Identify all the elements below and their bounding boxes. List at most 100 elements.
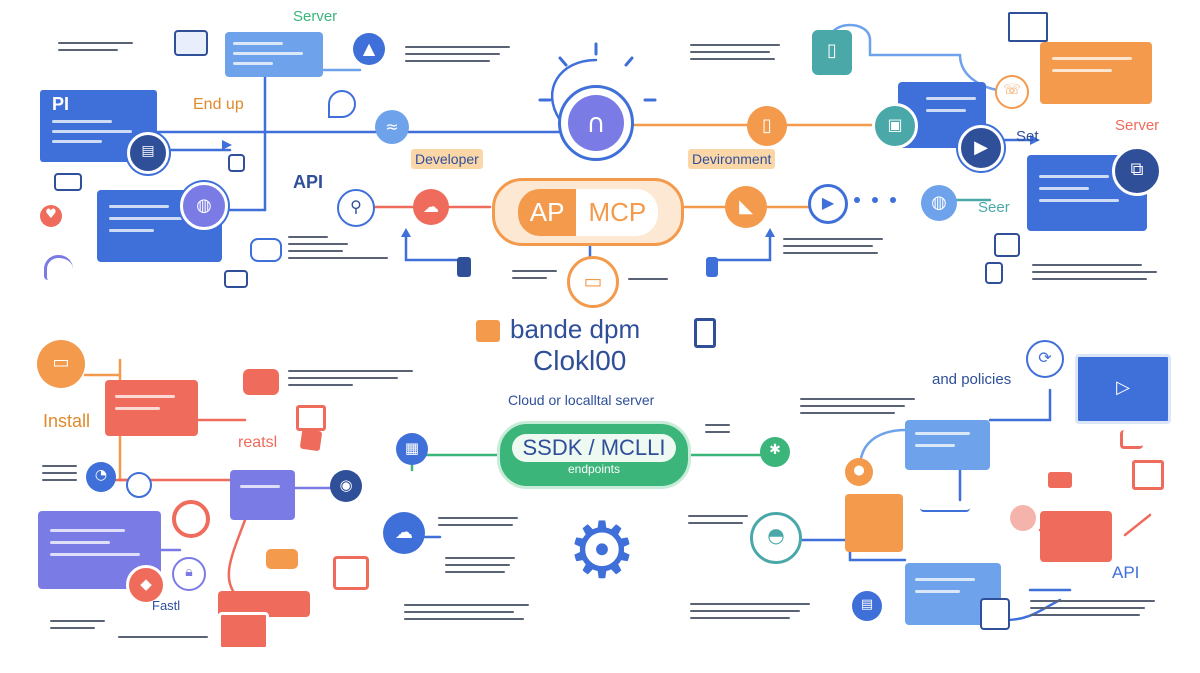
- app-node-right[interactable]: ⧉: [1112, 146, 1162, 196]
- panel-purple-mid[interactable]: [230, 470, 295, 520]
- notice-chip-coral: [1048, 472, 1072, 488]
- building-icon: ▦: [404, 439, 420, 457]
- camera-node[interactable]: ▣: [872, 103, 918, 149]
- calendar-icon-coral: [296, 405, 326, 431]
- gear-node[interactable]: ⚙: [562, 506, 642, 596]
- coral-ring-node[interactable]: [172, 500, 210, 538]
- bug-node[interactable]: ✱: [760, 437, 790, 467]
- panel-coral-right-2[interactable]: [1040, 511, 1112, 562]
- panel-coral-small[interactable]: [333, 556, 369, 590]
- leaf-icon: [328, 90, 356, 118]
- globe-node-right[interactable]: ◍: [921, 185, 957, 221]
- sync-node[interactable]: ⟳: [1026, 340, 1064, 378]
- panel-coral-left[interactable]: [105, 380, 198, 436]
- grid-icon-small: [228, 154, 245, 172]
- play-node-small[interactable]: ▶: [808, 184, 848, 224]
- label-fastl: Fastl: [152, 598, 181, 613]
- plug-icon: ⚲: [350, 197, 362, 216]
- brand-clip-icon: [694, 318, 716, 348]
- chat-icon-orange-small: [266, 549, 298, 569]
- clipboard-icon: [985, 262, 1003, 284]
- user-icon: ◉: [339, 476, 353, 494]
- phone-icon: ▯: [827, 40, 837, 61]
- sdk-pill[interactable]: SSDK / MCLLI endpoints: [497, 421, 691, 489]
- laptop-icon-bottom: [224, 270, 248, 288]
- warning-icon: [299, 428, 323, 452]
- globe-icon-right: ◍: [931, 192, 947, 213]
- chat-icon-orange: ▭: [52, 352, 70, 373]
- chat-bubble-icon: ▭: [583, 269, 603, 293]
- laptop-icon-top: [174, 30, 208, 56]
- sdk-subtitle: endpoints: [567, 462, 621, 476]
- label-server-top: Server: [293, 8, 338, 25]
- user-node-left[interactable]: ◉: [330, 470, 362, 502]
- lock-icon: 🔒︎: [185, 564, 193, 580]
- globe-icon: ◍: [196, 195, 212, 216]
- puzzle-node[interactable]: [1010, 505, 1036, 531]
- lock-chip-right: [706, 257, 718, 277]
- brand-line-2: Clokl00: [533, 345, 627, 376]
- label-development: Devironment: [688, 149, 776, 169]
- doc-node-right[interactable]: ▤: [852, 591, 882, 621]
- record-node[interactable]: [126, 472, 152, 498]
- phone-node-right[interactable]: ☏: [995, 75, 1029, 109]
- document-icon: ▤: [141, 143, 155, 159]
- label-developer: Developer: [411, 149, 483, 169]
- mail-icon: [1008, 12, 1048, 42]
- globe-node[interactable]: ◍: [180, 182, 228, 230]
- label-pi: PI: [52, 94, 70, 114]
- bar-chart-icon: [920, 490, 970, 512]
- panel-coral-bottom-2[interactable]: [218, 612, 269, 650]
- tag-node-coral[interactable]: ◆: [126, 565, 166, 605]
- camera-icon: ▣: [887, 115, 903, 134]
- cloud-node-bottom[interactable]: ☁: [383, 512, 425, 554]
- dashboard-node[interactable]: ◔: [86, 462, 116, 492]
- panel-blue-right[interactable]: [905, 420, 990, 470]
- heart-icon: ♥: [40, 205, 62, 227]
- label-and-policies: and policies: [932, 371, 1012, 388]
- bug-icon: ✱: [769, 442, 781, 458]
- lock-chip-left: [457, 257, 471, 277]
- keyboard-icon: [54, 173, 82, 191]
- cloud-node-left[interactable]: ☁: [413, 189, 449, 225]
- cloud-icon: ☁: [423, 197, 439, 216]
- server-panel-top[interactable]: [225, 32, 323, 77]
- building-node[interactable]: ▦: [396, 433, 428, 465]
- doc-chip-right: [980, 598, 1010, 630]
- arrow-up-icon: ▲: [362, 39, 376, 58]
- doc-node-orange[interactable]: ▯: [747, 106, 787, 146]
- gear-icon: ⚙: [567, 506, 637, 596]
- brand-logo-icon: [476, 320, 500, 342]
- label-api-left: API: [293, 172, 324, 192]
- label-server-right: Server: [1115, 117, 1160, 134]
- user-node-right[interactable]: ●: [845, 458, 873, 486]
- lock-node-left[interactable]: 🔒︎: [172, 557, 206, 591]
- panel-coral-right[interactable]: [1132, 460, 1164, 490]
- headset-icon: ∩: [586, 109, 606, 139]
- ocean-node[interactable]: ≈: [375, 110, 409, 144]
- headset-node[interactable]: ∩: [558, 85, 634, 161]
- play-icon-large: ▶: [974, 137, 988, 158]
- wave-icon: ≈: [385, 117, 399, 136]
- subtitle: Cloud or localltal server: [508, 392, 655, 408]
- ap-mcp-pill[interactable]: AP MCP: [492, 178, 684, 246]
- chat-icon-coral: [243, 369, 279, 395]
- pill-mcp: MCP: [576, 188, 659, 236]
- chat-node-orange[interactable]: ▭: [37, 340, 85, 388]
- play-node-large[interactable]: ▶: [958, 125, 1004, 171]
- folder-node-orange[interactable]: ◣: [725, 186, 767, 228]
- server-panel-right-top[interactable]: [1040, 42, 1152, 104]
- chat-node[interactable]: ▭: [567, 256, 619, 308]
- plug-node[interactable]: ⚲: [337, 189, 375, 227]
- upload-node[interactable]: ▲: [353, 33, 385, 65]
- phone-panel[interactable]: ▯: [812, 30, 852, 75]
- label-install: Install: [43, 411, 91, 431]
- video-panel-right[interactable]: ▷: [1075, 354, 1171, 424]
- user-node-large[interactable]: ◓: [750, 512, 802, 564]
- document-node[interactable]: ▤: [127, 132, 169, 174]
- brand-line-1: bande dpm: [510, 314, 641, 344]
- panel-orange-right[interactable]: [845, 494, 903, 552]
- folder-icon: ◣: [739, 196, 753, 217]
- calendar-icon: [994, 233, 1020, 257]
